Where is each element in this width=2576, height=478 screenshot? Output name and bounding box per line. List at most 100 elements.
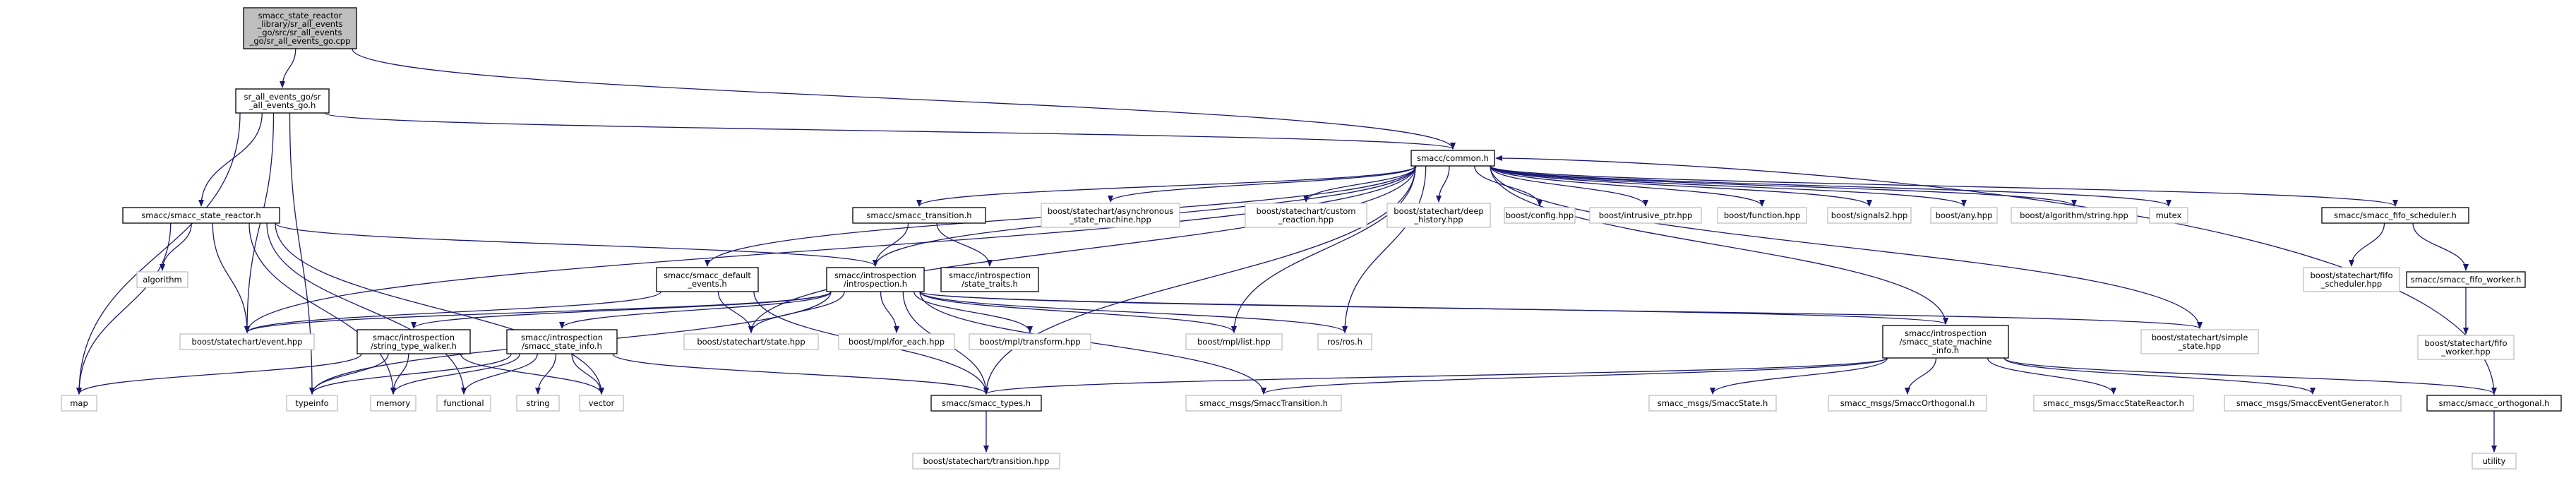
node-box <box>1589 207 1702 224</box>
node-for-each[interactable]: boost/mpl/for_each.hpp <box>838 333 955 350</box>
node-box <box>1041 203 1180 228</box>
node-signals2[interactable]: boost/signals2.hpp <box>1827 207 1912 224</box>
node-simple-state[interactable]: boost/statechart/simple_state.hpp <box>2140 329 2259 354</box>
edge-type-walker-to-map <box>76 353 362 395</box>
edge-fifo-scheduler-h-to-fifo-worker-h <box>2412 222 2469 271</box>
node-algo-string[interactable]: boost/algorithm/string.hpp <box>2011 207 2138 224</box>
node-any[interactable]: boost/any.hpp <box>1930 207 1998 224</box>
node-box <box>1185 333 1283 350</box>
node-utility[interactable]: utility <box>2472 453 2517 470</box>
node-label-line: /state_traits.h <box>961 279 1018 289</box>
node-label-line: boost/statechart/transition.hpp <box>923 456 1050 466</box>
edge-common-h-to-function <box>1490 165 1765 207</box>
node-type-walker[interactable]: smacc/introspection/string_type_walker.h <box>357 329 471 354</box>
node-label-line: smacc/smacc_state_reactor.h <box>141 210 260 220</box>
node-state-reactor-h[interactable]: smacc/smacc_state_reactor.h <box>122 207 280 224</box>
node-label-line: smacc_msgs/SmaccOrthogonal.h <box>1840 398 1975 408</box>
node-fifo-worker-hpp[interactable]: boost/statechart/fifo_worker.hpp <box>2417 335 2515 360</box>
node-sm-info[interactable]: smacc/introspection/smacc_state_machine_… <box>1882 325 2009 359</box>
node-string[interactable]: string <box>516 395 560 412</box>
edge-common-h-to-signals2 <box>1490 165 1872 207</box>
node-label-line: boost/statechart/fifo <box>2425 338 2508 348</box>
node-msg-transition[interactable]: smacc_msgs/SmaccTransition.h <box>1185 395 1342 412</box>
node-label-line: smacc/introspection <box>1905 328 1987 338</box>
edge-transition-h-to-introspection <box>873 222 909 267</box>
node-box <box>1930 207 1998 224</box>
node-msg-orthogonal[interactable]: smacc_msgs/SmaccOrthogonal.h <box>1828 395 1987 412</box>
node-introspection[interactable]: smacc/introspection/introspection.h <box>826 267 925 292</box>
node-deep-history[interactable]: boost/statechart/deep_history.hpp <box>1386 203 1491 228</box>
node-msg-state-reactor[interactable]: smacc_msgs/SmaccStateReactor.h <box>2033 395 2194 412</box>
edge-type-walker-to-memory <box>390 353 409 395</box>
edge-common-h-to-state-hpp <box>748 165 1416 333</box>
node-custom-reaction[interactable]: boost/statechart/custom_reaction.hpp <box>1245 203 1367 228</box>
node-async-sm[interactable]: boost/statechart/asynchronous_state_mach… <box>1041 203 1180 228</box>
node-label-line: boost/algorithm/string.hpp <box>2020 210 2128 220</box>
node-box <box>370 395 417 412</box>
node-common-h[interactable]: smacc/common.h <box>1410 150 1495 167</box>
node-orthogonal-h[interactable]: smacc/smacc_orthogonal.h <box>2426 395 2562 412</box>
edge-introspection-to-mpl-list <box>919 291 1237 333</box>
node-mpl-transform[interactable]: boost/mpl/transform.hpp <box>969 333 1091 350</box>
edge-root-to-common-h <box>352 48 1456 150</box>
node-transition-h[interactable]: smacc/smacc_transition.h <box>852 207 986 224</box>
edge-sm-info-to-msg-transition <box>1261 357 1888 395</box>
node-vector[interactable]: vector <box>579 395 624 412</box>
node-ros-h[interactable]: ros/ros.h <box>1317 333 1372 350</box>
node-types-h[interactable]: smacc/smacc_types.h <box>930 395 1042 412</box>
node-label-line: typeinfo <box>295 398 328 408</box>
node-fifo-sched-hpp[interactable]: boost/statechart/fifo_scheduler.hpp <box>2303 267 2400 292</box>
node-box <box>2303 267 2400 292</box>
node-function[interactable]: boost/function.hpp <box>1717 207 1807 224</box>
node-label-line: memory <box>376 398 410 408</box>
node-box <box>930 395 1042 412</box>
edge-common-h-to-ros-h <box>1342 165 1427 333</box>
node-label-line: string <box>526 398 549 408</box>
edge-sm-info-to-msg-event-gen <box>2003 357 2316 395</box>
node-label-line: _reaction.hpp <box>1278 215 1334 225</box>
node-mutex[interactable]: mutex <box>2149 207 2188 224</box>
edge-common-h-to-transition-h <box>916 165 1416 207</box>
edge-orthogonal-h-to-common-h <box>1495 155 2495 396</box>
node-default-events[interactable]: smacc/smacc_default_events.h <box>656 267 759 292</box>
node-box <box>2033 395 2194 412</box>
node-label-line: smacc/smacc_fifo_worker.h <box>2411 275 2522 285</box>
node-fifo-worker-h[interactable]: smacc/smacc_fifo_worker.h <box>2406 271 2526 288</box>
node-event-hpp[interactable]: boost/statechart/event.hpp <box>179 333 315 350</box>
edge-state-reactor-h-to-event-hpp <box>212 222 250 333</box>
node-label-line: _scheduler.hpp <box>2320 279 2383 289</box>
node-functional[interactable]: functional <box>436 395 491 412</box>
node-root[interactable]: smacc_state_reactor_library/sr_all_event… <box>243 7 357 49</box>
edge-common-h-to-event-hpp <box>244 165 1416 333</box>
node-box <box>2472 453 2517 470</box>
node-transition-hpp[interactable]: boost/statechart/transition.hpp <box>912 453 1060 470</box>
node-memory[interactable]: memory <box>370 395 417 412</box>
edge-state-reactor-h-to-algorithm <box>160 222 192 271</box>
node-box <box>2224 395 2402 412</box>
node-state-traits[interactable]: smacc/introspection/state_traits.h <box>940 267 1039 292</box>
node-label-line: /string_type_walker.h <box>371 341 457 351</box>
node-label-line: /smacc_state_info.h <box>522 341 602 351</box>
node-state-hpp[interactable]: boost/statechart/state.hpp <box>683 333 819 350</box>
node-map[interactable]: map <box>61 395 97 412</box>
node-intrusive-ptr[interactable]: boost/intrusive_ptr.hpp <box>1589 207 1702 224</box>
node-algorithm[interactable]: algorithm <box>136 271 188 288</box>
edge-state-info-to-functional <box>461 353 538 395</box>
node-label-line: _events.h <box>687 279 726 289</box>
node-label-line: smacc/smacc_orthogonal.h <box>2439 398 2550 408</box>
node-msg-event-gen[interactable]: smacc_msgs/SmaccEventGenerator.h <box>2224 395 2402 412</box>
node-config[interactable]: boost/config.hpp <box>1504 207 1576 224</box>
edge-state-info-to-types-h <box>612 353 989 395</box>
edge-common-h-to-any <box>1490 165 1967 207</box>
edge-common-h-to-mpl-list <box>1231 165 1416 333</box>
node-mpl-list[interactable]: boost/mpl/list.hpp <box>1185 333 1283 350</box>
node-sr-all-events-go-h[interactable]: sr_all_events_go/sr_all_events_go.h <box>235 88 330 114</box>
node-box <box>826 267 925 292</box>
node-label-line: boost/intrusive_ptr.hpp <box>1599 210 1693 220</box>
node-fifo-scheduler-h[interactable]: smacc/smacc_fifo_scheduler.h <box>2321 207 2469 224</box>
node-state-info[interactable]: smacc/introspection/smacc_state_info.h <box>506 329 618 354</box>
node-typeinfo[interactable]: typeinfo <box>286 395 338 412</box>
node-msg-state[interactable]: smacc_msgs/SmaccState.h <box>1648 395 1777 412</box>
edge-introspection-to-event-hpp <box>244 291 832 333</box>
